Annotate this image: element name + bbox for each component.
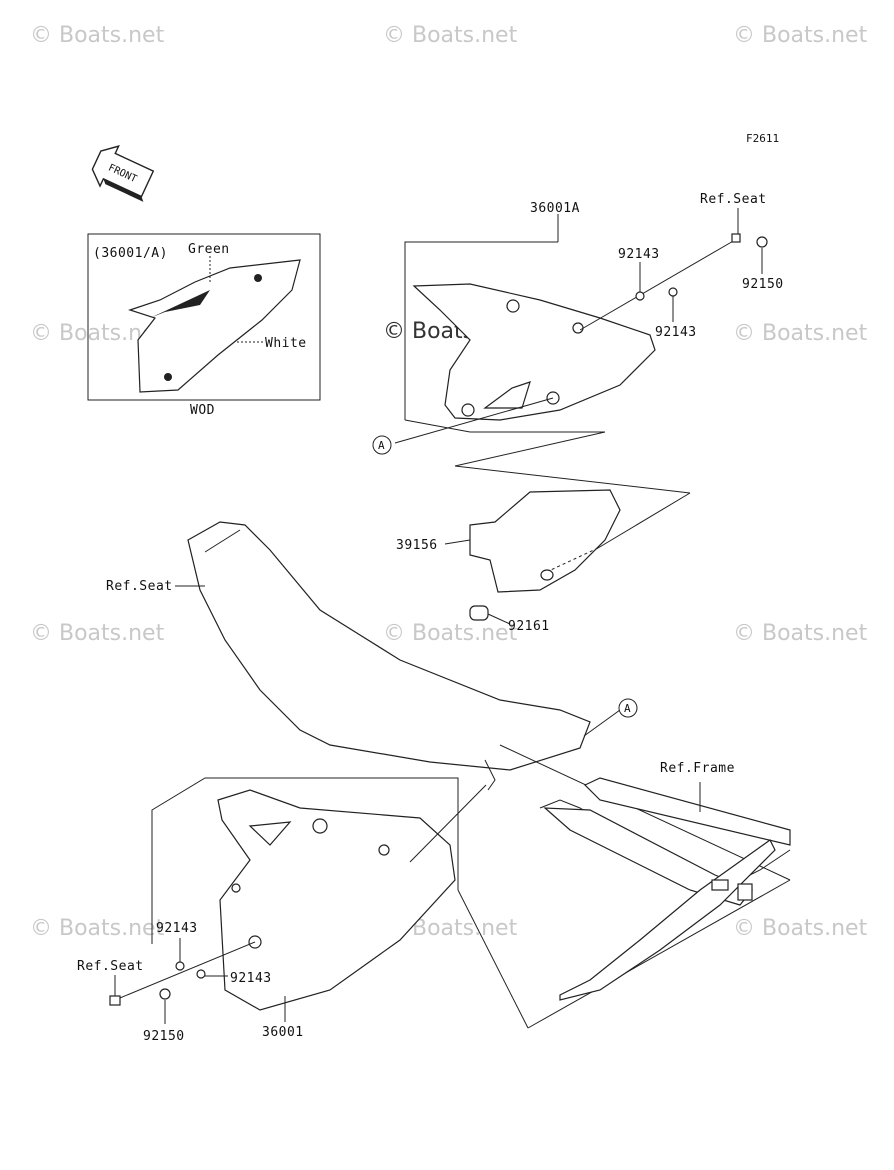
bolt-icon	[731, 233, 741, 243]
watermark: © Boats.net	[383, 621, 518, 646]
front-arrow-icon: FRONT	[91, 145, 155, 202]
watermark: © Boats.net	[733, 916, 868, 941]
label-39156: 39156	[396, 538, 438, 553]
label-ref-seat-a: Ref.Seat	[700, 192, 767, 207]
watermark: © Boats.net	[30, 621, 165, 646]
watermark: © Boats.net	[733, 621, 868, 646]
label-ref-seat-c: Ref.Seat	[77, 959, 144, 974]
screw-icon	[756, 236, 768, 248]
watermarks: © Boats.net © Boats.net © Boats.net © Bo…	[30, 23, 868, 941]
frame-ref: Ref.Frame	[539, 761, 791, 1001]
inset-color-white: White	[265, 336, 307, 351]
label-92143-b: 92143	[655, 325, 697, 340]
label-92143-c: 92143	[156, 921, 198, 936]
label-92161: 92161	[508, 619, 550, 634]
inset-color-green: Green	[188, 242, 230, 257]
label-ref-frame: Ref.Frame	[660, 761, 735, 776]
inset-caption: WOD	[190, 403, 215, 418]
watermark: © Boats.net	[383, 23, 518, 48]
label-92143-a: 92143	[618, 247, 660, 262]
label-92143-d: 92143	[230, 971, 272, 986]
bolt-icon	[109, 995, 121, 1006]
screw-icon	[159, 988, 171, 1000]
watermark: © Boats.net	[30, 916, 165, 941]
side-cover-36001A: A 36001A 92143 92143 Ref.Seat 92150	[372, 192, 784, 494]
watermark: © Boats.net	[733, 23, 868, 48]
inset-title: (36001/A)	[93, 246, 168, 261]
inset-green-stripe	[150, 290, 210, 318]
pad-39156: 39156 92161	[396, 489, 691, 634]
label-36001: 36001	[262, 1025, 304, 1040]
washer-icon	[175, 961, 185, 971]
label-ref-seat-b: Ref.Seat	[106, 579, 173, 594]
seat-ref: Ref.Seat A	[106, 521, 638, 791]
washer-icon	[635, 291, 645, 301]
figure-code: F2611	[746, 132, 779, 145]
side-cover-36001: 92143 92143 Ref.Seat 92150 36001	[77, 744, 791, 1044]
grommet-icon	[469, 605, 489, 621]
callout-a2: A	[624, 702, 631, 715]
color-inset: (36001/A) Green White WOD	[87, 233, 321, 418]
label-36001A: 36001A	[530, 201, 580, 216]
watermark: © Boats.net	[733, 321, 868, 346]
watermark: © Boats.net	[30, 23, 165, 48]
inset-side-cover	[128, 259, 301, 393]
label-92150-b: 92150	[143, 1029, 185, 1044]
washer-icon	[668, 287, 678, 297]
label-92150-a: 92150	[742, 277, 784, 292]
callout-a1: A	[378, 439, 385, 452]
washer-icon	[196, 969, 206, 979]
